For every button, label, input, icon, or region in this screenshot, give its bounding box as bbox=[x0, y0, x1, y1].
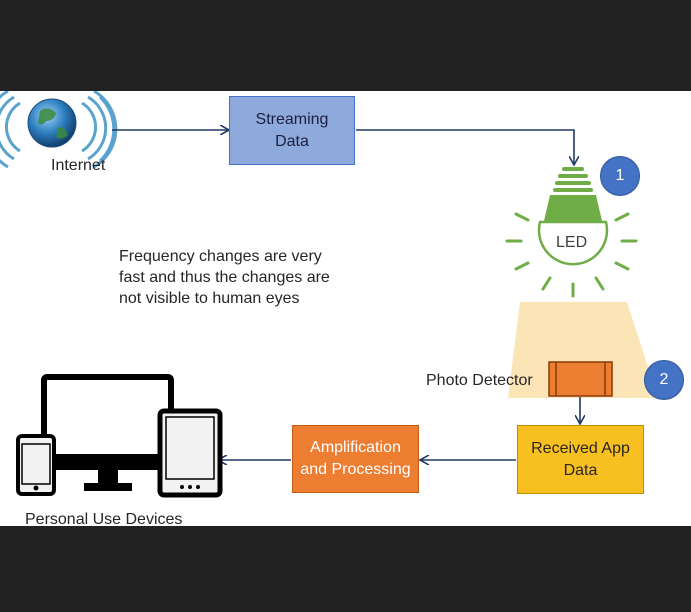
diagram-graphics bbox=[0, 91, 658, 498]
frequency-note: Frequency changes are very fast and thus… bbox=[119, 248, 330, 307]
amplification-box: Amplification and Processing bbox=[292, 425, 419, 493]
light-beam bbox=[508, 302, 658, 398]
personal-devices-label: Personal Use Devices bbox=[25, 511, 183, 526]
step-badge-2: 2 bbox=[644, 360, 684, 400]
phone-icon bbox=[16, 434, 56, 496]
tablet-icon bbox=[157, 408, 223, 498]
streaming-data-box: Streaming Data bbox=[229, 96, 355, 165]
led-label: LED bbox=[556, 234, 588, 251]
photo-detector-icon bbox=[548, 361, 613, 397]
internet-label: Internet bbox=[51, 157, 106, 174]
step-badge-1: 1 bbox=[600, 156, 640, 196]
diagram-canvas: Internet Streaming Data LED 1 Frequency … bbox=[0, 91, 691, 526]
globe-icon bbox=[27, 98, 77, 148]
arrow-streaming-to-led bbox=[356, 129, 574, 164]
photo-detector-label: Photo Detector bbox=[426, 372, 533, 389]
received-app-data-box: Received App Data bbox=[517, 425, 644, 494]
monitor-icon bbox=[41, 374, 174, 491]
led-bulb-icon bbox=[505, 167, 638, 298]
wifi-waves-icon bbox=[0, 91, 118, 169]
devices-icon bbox=[16, 374, 223, 498]
internet-icon bbox=[0, 91, 118, 169]
